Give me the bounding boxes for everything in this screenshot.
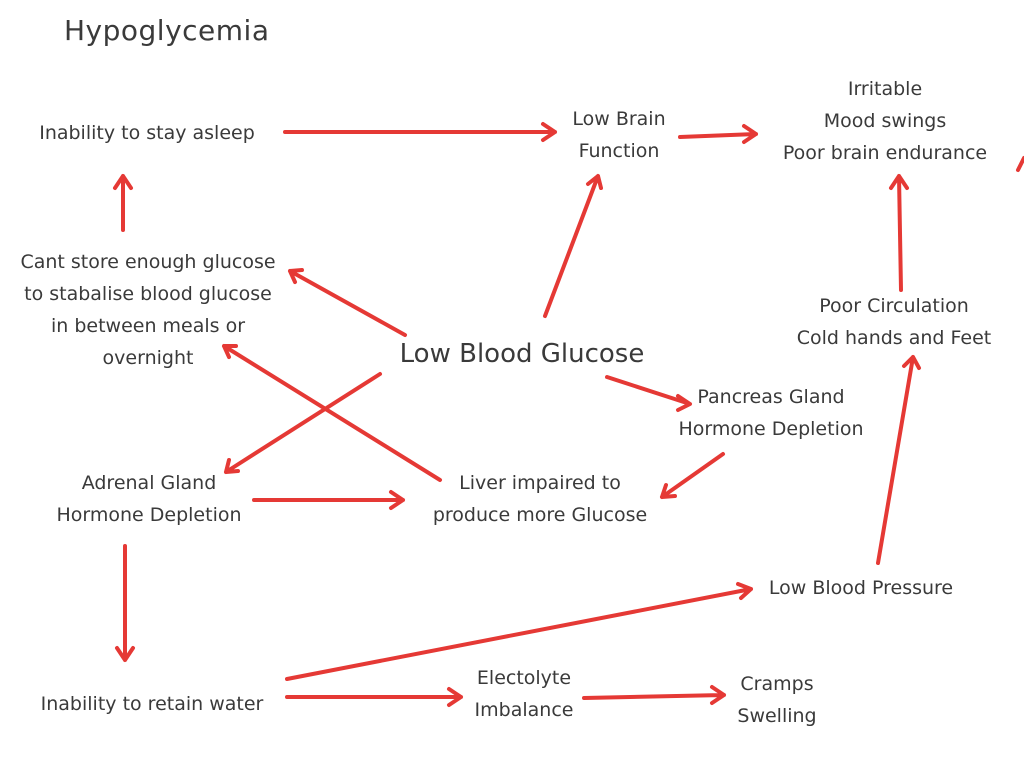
node-low-blood-glucose: Low Blood Glucose [400,337,645,371]
node-low-blood-pressure: Low Blood Pressure [769,572,953,604]
node-label: Low Blood Pressure [768,577,954,599]
arrow-mood-offscreen [1016,156,1024,172]
node-label: Electolyte [476,667,572,689]
arrow-brain-to-mood [678,124,758,144]
arrow-bp-to-circulation [876,355,921,565]
node-label: Inability to stay asleep [39,122,255,144]
node-label: Imbalance [474,699,574,721]
diagram-title: Hypoglycemia [64,14,270,47]
arrow-circulation-to-mood [889,174,909,292]
node-label: Cant store enough glucose [20,251,276,273]
node-label: Poor Circulation [819,295,969,317]
arrow-store-to-sleep [113,174,133,232]
arrow-liver-to-store [222,344,442,482]
node-adrenal-gland: Adrenal Gland Hormone Depletion [56,467,241,531]
node-label: Irritable [847,78,923,100]
node-poor-circulation: Poor Circulation Cold hands and Feet [797,290,992,354]
node-liver-impaired: Liver impaired to produce more Glucose [433,467,647,531]
node-inability-to-retain-water: Inability to retain water [41,688,264,720]
arrow-water-to-bp [285,582,753,681]
node-pancreas-gland: Pancreas Gland Hormone Depletion [678,381,863,445]
node-label: Pancreas Gland [697,386,845,408]
arrow-adrenal-to-water [115,544,135,662]
arrow-center-to-pancreas [605,375,692,412]
node-label: Low Blood Glucose [399,339,645,369]
node-label: Adrenal Gland [81,472,217,494]
node-low-brain-function: Low Brain Function [572,103,665,167]
node-label: produce more Glucose [432,504,648,526]
node-label: Low Brain [572,108,666,130]
node-label: Swelling [737,705,817,727]
node-label: in between meals or [50,315,246,337]
arrow-center-to-adrenal [224,372,382,474]
node-inability-to-stay-asleep: Inability to stay asleep [39,117,255,149]
node-cant-store-glucose: Cant store enough glucose to stabalise b… [20,246,275,374]
node-electrolyte-imbalance: Electolyte Imbalance [475,662,574,726]
arrow-water-to-electrolyte [285,687,463,707]
node-label: Hormone Depletion [678,418,864,440]
node-label: overnight [102,347,194,369]
node-label: Poor brain endurance [782,142,988,164]
node-mood-symptoms: Irritable Mood swings Poor brain enduran… [783,73,987,169]
node-label: to stabalise blood glucose [24,283,272,305]
arrow-pancreas-to-liver [660,452,725,499]
arrow-center-to-brain [543,174,603,318]
node-label: Inability to retain water [40,693,264,715]
node-label: Liver impaired to [459,472,621,494]
node-label: Hormone Depletion [56,504,242,526]
node-label: Mood swings [823,110,947,132]
arrow-adrenal-to-liver [252,490,405,510]
node-label: Function [578,140,660,162]
node-cramps-swelling: Cramps Swelling [737,668,816,732]
arrow-electrolyte-to-cramps [582,685,726,705]
node-label: Cramps [740,673,814,695]
node-label: Cold hands and Feet [796,327,992,349]
arrow-sleep-to-brain [283,122,557,142]
arrow-center-to-store [288,268,407,337]
